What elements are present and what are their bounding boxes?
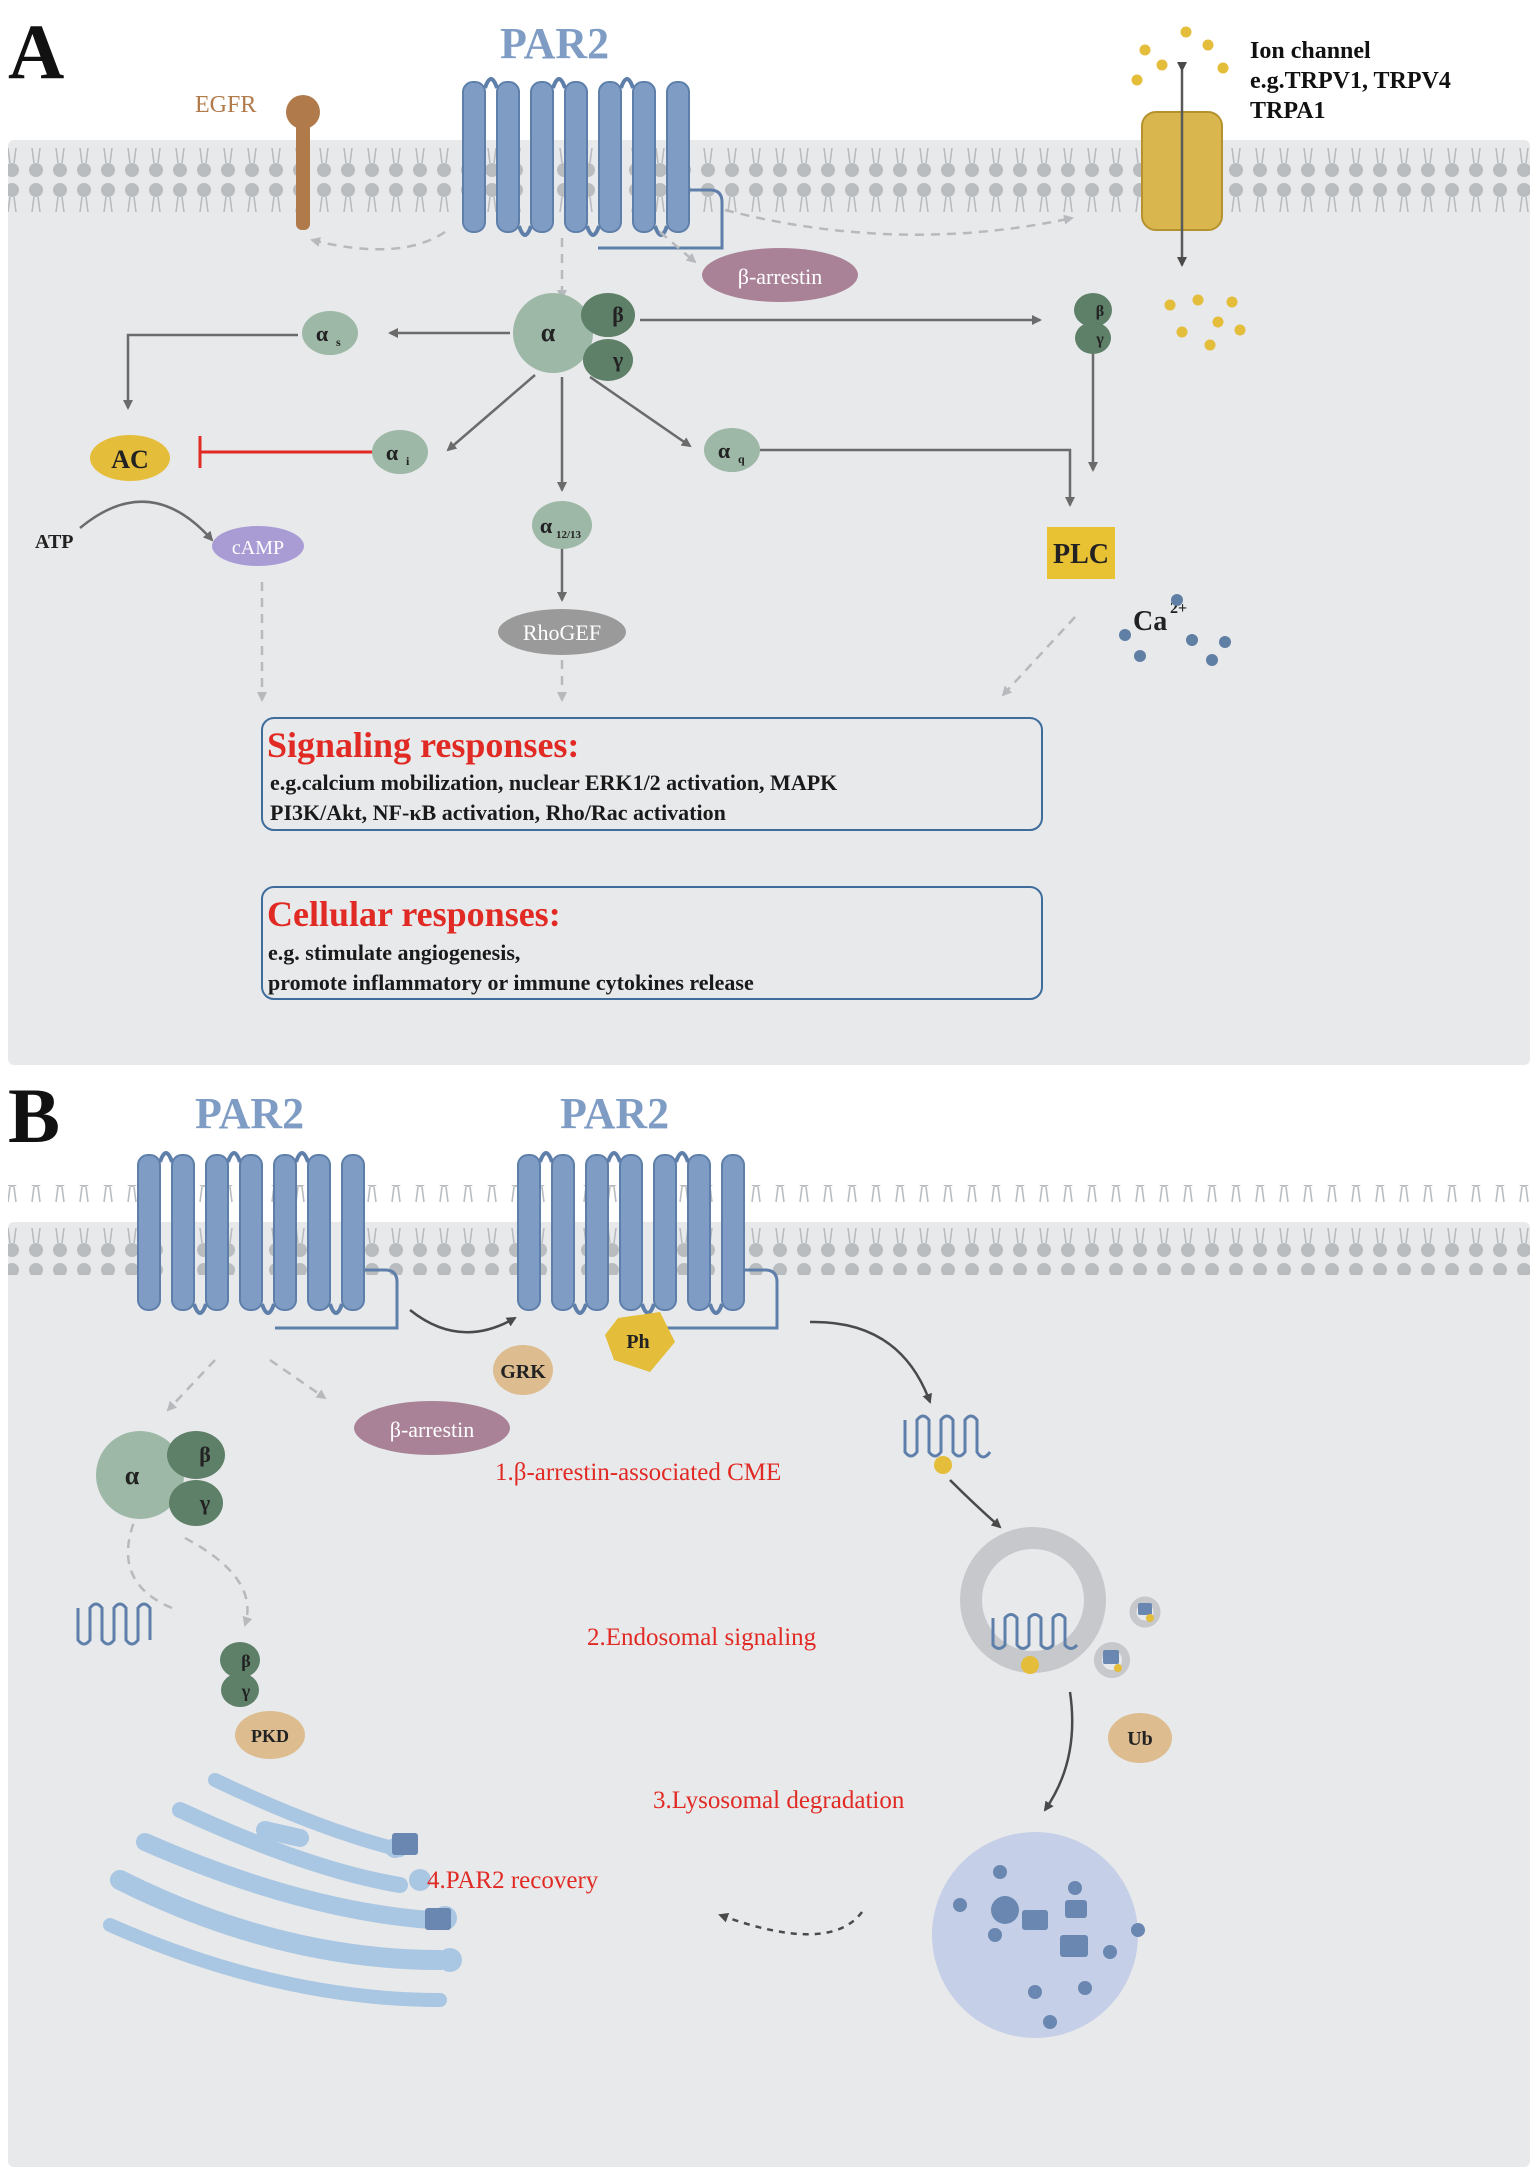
g-beta-gamma-b: β γ [220, 1642, 260, 1707]
svg-text:γ: γ [241, 1681, 251, 1701]
signaling-responses-box: Signaling responses: e.g.calcium mobiliz… [261, 717, 1043, 831]
panel-a-letter: A [8, 8, 64, 95]
alpha-s: α s [302, 311, 358, 355]
panel-b-letter: B [8, 1072, 60, 1159]
svg-text:AC: AC [111, 445, 149, 474]
svg-text:β: β [1096, 303, 1104, 320]
panel-b-membrane [8, 1185, 1530, 1275]
endosome [960, 1527, 1161, 1678]
svg-text:GRK: GRK [500, 1361, 546, 1383]
beta-arrestin-a [702, 248, 858, 302]
svg-text:Ph: Ph [626, 1331, 649, 1353]
signaling-line-2: PI3K/Akt, NF-κB activation, Rho/Rac acti… [270, 800, 726, 825]
beta-arrestin-b [354, 1401, 510, 1455]
svg-text:γ: γ [1095, 331, 1104, 348]
svg-text:α: α [386, 440, 399, 465]
step-4-label: 4.PAR2 recovery [427, 1867, 599, 1894]
cellular-responses-box: Cellular responses: e.g. stimulate angio… [261, 886, 1043, 1000]
atp-label: ATP [35, 531, 74, 553]
calcium: Ca 2+ [1119, 594, 1231, 666]
g-beta-gamma-a: β γ [1074, 293, 1112, 354]
par2-label-b-right: PAR2 [560, 1089, 669, 1138]
adenylyl-cyclase: AC [90, 435, 170, 481]
ion-channel-label-2: e.g.TRPV1, TRPV4 [1250, 68, 1451, 94]
svg-text:i: i [406, 454, 410, 468]
step-3-label: 3.Lysosomal degradation [653, 1787, 905, 1814]
small-receptor-left [76, 1602, 152, 1646]
ion-channel-label-3: TRPA1 [1250, 98, 1326, 124]
signaling-line-1: e.g.calcium mobilization, nuclear ERK1/2… [270, 770, 837, 795]
panel-a: A PAR2 EGFR Ion chan [8, 8, 1530, 1065]
pkd: PKD [235, 1711, 305, 1759]
svg-text:q: q [738, 452, 745, 466]
svg-text:γ: γ [199, 1490, 210, 1515]
par2-receptor-a: PAR2 [462, 19, 724, 250]
panel-a-cell [8, 140, 1530, 1065]
svg-text:cAMP: cAMP [232, 537, 284, 559]
ion-channel-label-1: Ion channel [1250, 38, 1371, 64]
rhogef: RhoGEF [498, 609, 626, 655]
alpha-q: α q [704, 428, 760, 472]
panel-a-membrane [8, 125, 1530, 215]
svg-text:12/13: 12/13 [556, 529, 582, 541]
step-2-label: 2.Endosomal signaling [587, 1624, 817, 1651]
cellular-line-2: promote inflammatory or immune cytokines… [268, 970, 754, 995]
svg-text:α: α [125, 1461, 140, 1490]
camp: cAMP [212, 526, 304, 566]
g-protein-b: α β γ [96, 1431, 225, 1526]
cellular-title: Cellular responses: [267, 894, 561, 934]
ion-channel: Ion channel e.g.TRPV1, TRPV4 TRPA1 [1131, 26, 1451, 351]
small-receptor-cme [903, 1414, 992, 1459]
alpha-12-13: α 12/13 [532, 501, 592, 549]
plc: PLC [1047, 527, 1115, 579]
signaling-title: Signaling responses: [267, 725, 579, 765]
svg-text:s: s [336, 335, 341, 349]
alpha-i: α i [372, 430, 428, 474]
svg-text:Ub: Ub [1127, 1728, 1153, 1750]
svg-text:α: α [718, 438, 731, 463]
panel-b: B PAR2 PAR2 [8, 1072, 1530, 2167]
g-gamma-a: γ [612, 347, 623, 372]
phosphate: Ph [605, 1312, 675, 1372]
g-protein-a: α β γ [513, 293, 635, 381]
lysosome [932, 1832, 1145, 2038]
panel-b-cell [8, 1222, 1530, 2167]
grk: GRK [493, 1345, 553, 1395]
par2-label-b-left: PAR2 [195, 1089, 304, 1138]
svg-text:α: α [316, 321, 329, 346]
svg-text:α: α [540, 513, 553, 538]
svg-text:β: β [241, 1651, 250, 1671]
beta-arrestin-a-label: β-arrestin [738, 264, 823, 289]
g-beta-a: β [612, 302, 624, 327]
egfr-receptor: EGFR [195, 92, 320, 230]
svg-text:Ca: Ca [1133, 606, 1167, 637]
svg-text:PLC: PLC [1053, 539, 1109, 570]
g-alpha-a: α [541, 318, 556, 347]
par2-receptor-b-left: PAR2 [137, 1089, 399, 1330]
par2-receptor-b-right: PAR2 [517, 1089, 779, 1330]
beta-arrestin-b-label: β-arrestin [390, 1417, 475, 1442]
ubiquitin: Ub [1108, 1713, 1172, 1763]
svg-text:RhoGEF: RhoGEF [523, 620, 601, 645]
cellular-line-1: e.g. stimulate angiogenesis, [268, 940, 520, 965]
par2-label-a: PAR2 [500, 19, 609, 68]
golgi [103, 1773, 450, 2007]
egfr-label: EGFR [195, 92, 256, 118]
svg-text:PKD: PKD [251, 1726, 289, 1746]
svg-text:β: β [199, 1442, 211, 1467]
step-1-label: 1.β-arrestin-associated CME [495, 1459, 781, 1486]
